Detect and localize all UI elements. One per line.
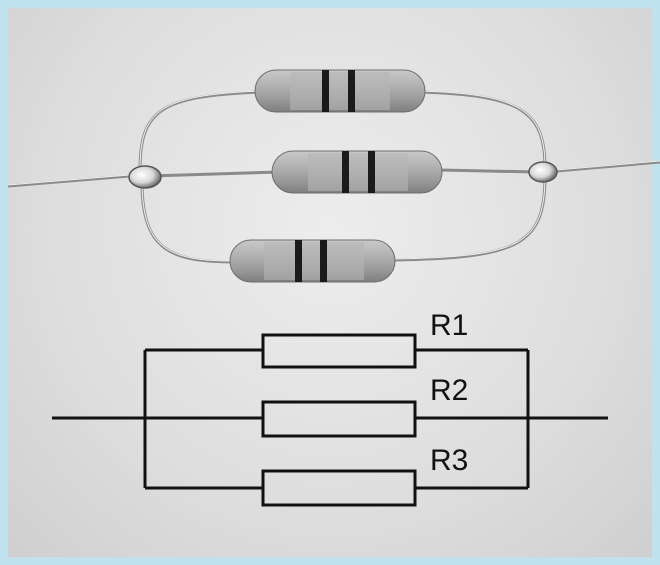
right-lead-wire <box>544 160 660 174</box>
middle-branch-wire <box>149 168 536 178</box>
label-r3: R3 <box>430 444 468 477</box>
label-r1: R1 <box>430 309 468 342</box>
label-r2: R2 <box>430 374 468 407</box>
right-solder-node <box>528 161 558 183</box>
photo-wire-highlights <box>7 90 660 262</box>
resistor-photo-middle <box>271 150 443 194</box>
resistor-symbol-r2 <box>261 400 417 438</box>
left-solder-node <box>128 165 162 189</box>
resistor-symbol-r3 <box>261 469 417 507</box>
left-lead-wire <box>7 174 131 188</box>
schematic-wires <box>52 348 608 490</box>
resistor-symbol-r1 <box>261 333 417 369</box>
resistor-photo-top <box>254 69 426 113</box>
resistor-photo-bottom <box>229 239 396 283</box>
